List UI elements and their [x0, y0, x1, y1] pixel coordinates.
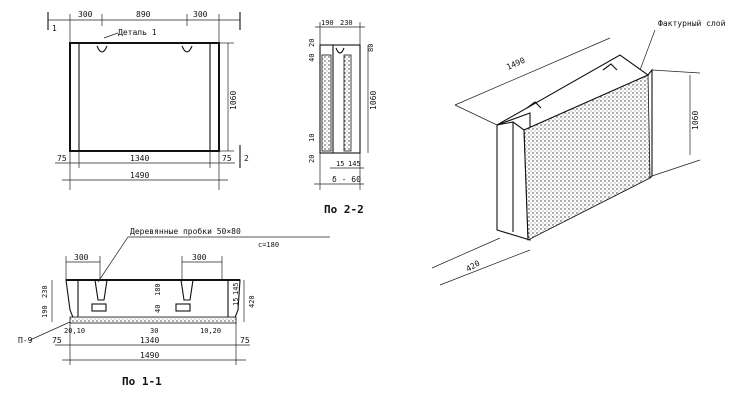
iso-right-face — [647, 68, 653, 179]
section22-left-dim-b: 20 — [308, 39, 316, 47]
section22-left-dim-a: 40 — [308, 54, 316, 62]
section11-right-dim-1: 15 — [232, 298, 240, 306]
section11-dim-bottom-mid: 1340 — [140, 336, 159, 345]
section11-title: По 1-1 — [122, 375, 162, 388]
section22-facing-layer — [321, 54, 332, 152]
section11-body — [65, 279, 241, 321]
iso-front-face — [496, 112, 531, 241]
section11-callout: Деревянные пробки 50×80 — [130, 226, 241, 236]
front-height-dim: 1060 — [229, 91, 238, 110]
section11-dim-bottom-right: 75 — [240, 336, 250, 345]
section22-body — [319, 44, 361, 154]
section11-total-width: 1490 — [140, 351, 159, 360]
section11-left-dim-1: 230 — [41, 285, 49, 298]
section-marker-1: 1 — [52, 24, 57, 33]
section11-left-dim-2: 190 — [41, 305, 49, 318]
front-dim-top-left: 300 — [78, 10, 93, 19]
iso-height-dim: 1060 — [691, 111, 700, 130]
section-marker-2: 2 — [244, 154, 249, 163]
section22-bottom-left-dim: 20 — [308, 155, 316, 163]
section11-plate-label: П-9 — [18, 336, 33, 345]
section22-height-dim: 1060 — [369, 91, 378, 110]
section11-loop-right — [180, 279, 194, 301]
wood-plug-left — [91, 303, 107, 312]
front-panel-outline — [69, 42, 220, 152]
iso-loop-right — [602, 63, 618, 71]
front-view: 300 890 300 1 2 Деталь 1 1060 75 1340 75… — [47, 10, 249, 190]
iso-depth-dim: 420 — [465, 259, 482, 274]
section11-center-dim-2: 40 — [154, 305, 162, 313]
front-dim-top-mid: 890 — [136, 10, 151, 19]
section22-bottom-dim-1: 15 — [336, 160, 344, 168]
section22-loop — [335, 47, 345, 54]
front-total-width: 1490 — [130, 171, 149, 180]
section11-callout-sub: c=180 — [258, 241, 279, 249]
section11-right-dim-3: 420 — [248, 295, 256, 308]
section11-right-dim-2: 145 — [232, 282, 240, 295]
section11-center-dim-1: 180 — [154, 283, 162, 296]
front-dim-top-right: 300 — [193, 10, 208, 19]
iso-facing-layer — [523, 74, 651, 241]
section11-top-dim-right: 300 — [192, 253, 207, 262]
front-dim-bottom-mid: 1340 — [130, 154, 149, 163]
section-2-2: 190 230 80 40 20 10 20 1060 15 145 δ - 6… — [308, 19, 378, 216]
section11-top-dim-left: 300 — [74, 253, 89, 262]
iso-length-dim: 1490 — [505, 56, 526, 72]
section11-facing-layer — [69, 316, 237, 324]
section22-right-top-dim: 80 — [367, 44, 375, 52]
iso-note: Фактурный слой — [658, 19, 726, 28]
section22-mid-dim: 10 — [308, 134, 316, 142]
section11-bottom-small-left: 20,10 — [64, 327, 85, 335]
section22-title: По 2-2 — [324, 203, 364, 216]
section-1-1: 300 300 Деревянные пробки 50×80 c=180 23… — [18, 226, 330, 388]
section22-top-dim-1: 190 — [321, 19, 334, 27]
wood-plug-right — [175, 303, 191, 312]
detail-callout: Деталь 1 — [118, 28, 157, 37]
section11-loop-left — [94, 279, 108, 301]
iso-loop-left — [526, 101, 542, 109]
lifting-loop-left — [96, 45, 108, 53]
section22-bottom-dim-2: 145 — [348, 160, 361, 168]
lifting-loop-right — [181, 45, 193, 53]
section22-thickness: δ - 60 — [332, 175, 361, 184]
section22-top-dim-2: 230 — [340, 19, 353, 27]
iso-view: 1490 1060 420 Фактурный слой — [431, 19, 726, 286]
section11-bottom-small-right: 10,20 — [200, 327, 221, 335]
section11-dim-bottom-left: 75 — [52, 336, 62, 345]
section22-inner-layer — [343, 54, 352, 152]
front-dim-bottom-right: 75 — [222, 154, 232, 163]
iso-top-face — [496, 54, 650, 131]
section11-bottom-mid: 30 — [150, 327, 158, 335]
front-dim-bottom-left: 75 — [57, 154, 67, 163]
